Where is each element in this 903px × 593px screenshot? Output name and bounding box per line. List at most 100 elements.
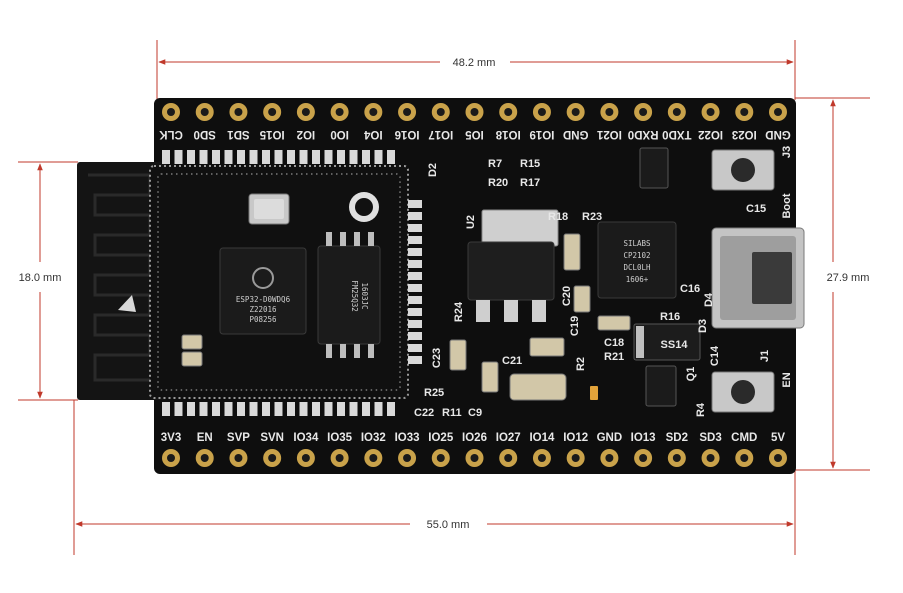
smd-pad (324, 402, 333, 416)
top-pin-label: CLK (158, 128, 182, 140)
top-pin-label: IO2 (297, 128, 316, 140)
top-pin-label: IO15 (259, 128, 285, 140)
silk-d2: D2 (427, 163, 439, 177)
dimension-lines: 48.2 mm 55.0 mm 27.9 mm 18.0 mm (18, 40, 870, 555)
silk-r7: R7 (488, 158, 502, 170)
ss14-diode-label: SS14 (661, 339, 689, 351)
esp32-chip-line3: P08256 (249, 315, 277, 324)
bottom-pin-label: IO12 (563, 432, 588, 444)
ss14-diode (633, 323, 701, 361)
smd-pad (237, 402, 245, 416)
top-pin-label: SD0 (194, 128, 216, 140)
silk-c16: C16 (680, 283, 700, 295)
silk-r24: R24 (453, 301, 465, 322)
top-pin-label: IO18 (495, 128, 521, 140)
smd-pad (249, 150, 258, 164)
smd-pad (312, 150, 320, 164)
smd-pad (262, 402, 270, 416)
smd-pad (349, 402, 358, 416)
silk-boot: Boot (781, 193, 793, 218)
silk-r23: R23 (582, 211, 602, 223)
silk-c21: C21 (502, 355, 522, 367)
smd-pad (299, 402, 308, 416)
smd-pad (374, 402, 383, 416)
silk-r17: R17 (520, 177, 540, 189)
bottom-pin-label: IO13 (631, 432, 656, 444)
module-castellated-pads (408, 200, 422, 364)
bottom-pin-label: 5V (771, 432, 785, 444)
silk-j1: J1 (759, 350, 771, 362)
top-pin-label: TXD0 (662, 128, 691, 140)
smd-pad (299, 150, 308, 164)
top-pin-label: IO4 (363, 128, 382, 140)
top-pin-label: IO16 (395, 128, 420, 140)
silk-u2: U2 (465, 215, 477, 229)
silk-r2: R2 (575, 357, 587, 371)
bottom-pin-label: EN (197, 432, 213, 444)
top-pin-label: IO19 (529, 128, 554, 140)
top-pin-label: IO5 (465, 128, 484, 140)
smd-pad (237, 150, 245, 164)
smd-pad (274, 402, 283, 416)
smd-pad (287, 150, 295, 164)
bottom-header-pads (162, 449, 787, 467)
silk-d4: D4 (703, 292, 715, 307)
silk-d3: D3 (697, 319, 709, 333)
silk-r16: R16 (660, 311, 680, 323)
flash-chip-line2: 1603JC (360, 282, 369, 309)
bottom-pin-label: SD3 (699, 432, 721, 444)
smd-pad (312, 402, 320, 416)
silk-r4: R4 (695, 402, 707, 417)
silk-r20: R20 (488, 177, 508, 189)
top-pin-label: IO23 (732, 128, 757, 140)
dim-width-label: 27.9 mm (827, 272, 870, 284)
bottom-pin-label: IO33 (395, 432, 420, 444)
warning-triangle-icon (118, 295, 136, 312)
silkscreen-labels: D2 R7 R15 R20 R17 R18 R23 U2 R24 C23 C21… (414, 146, 793, 419)
silk-en: EN (781, 372, 793, 387)
silk-r21: R21 (604, 351, 624, 363)
top-pin-label: IO17 (428, 128, 453, 140)
smd-pad (324, 150, 333, 164)
regulator-tab (481, 209, 559, 247)
silk-r25: R25 (424, 387, 444, 399)
smd-pad (362, 150, 370, 164)
silk-c19: C19 (569, 316, 581, 336)
bottom-pin-label: SVP (227, 432, 250, 444)
smd-pad (162, 402, 170, 416)
espressif-logo-icon (252, 267, 274, 289)
silk-c18: C18 (604, 337, 624, 349)
smd-pad (274, 150, 283, 164)
smd-pad (199, 402, 208, 416)
smd-pad (212, 402, 220, 416)
smd-pad (362, 402, 370, 416)
smd-pad (387, 402, 395, 416)
bottom-pin-label: IO32 (361, 432, 386, 444)
silk-c15: C15 (746, 203, 766, 215)
top-pin-label: SD1 (227, 128, 250, 140)
top-pin-label: GND (563, 128, 589, 140)
bottom-pin-label: IO35 (327, 432, 353, 444)
smd-pad (224, 150, 233, 164)
smd-pad (262, 150, 270, 164)
dim-length-label: 48.2 mm (453, 57, 496, 69)
silk-q1: Q1 (685, 367, 697, 382)
smd-pad (349, 150, 358, 164)
bottom-pin-label: 3V3 (161, 432, 181, 444)
smd-pad (249, 402, 258, 416)
smd-pad (287, 402, 295, 416)
top-pin-label: RXD0 (628, 128, 659, 140)
smd-pad (174, 150, 183, 164)
passive-components (181, 147, 677, 407)
esp32-chip-line1: ESP32-D0WDQ6 (236, 295, 291, 304)
bottom-pin-label: CMD (731, 432, 757, 444)
smd-pad (187, 150, 195, 164)
smd-pad (187, 402, 195, 416)
usb-uart-line1: SILABS (623, 239, 651, 248)
silk-c23: C23 (431, 348, 443, 368)
usb-uart-chip (597, 221, 677, 299)
smd-pad (387, 150, 395, 164)
